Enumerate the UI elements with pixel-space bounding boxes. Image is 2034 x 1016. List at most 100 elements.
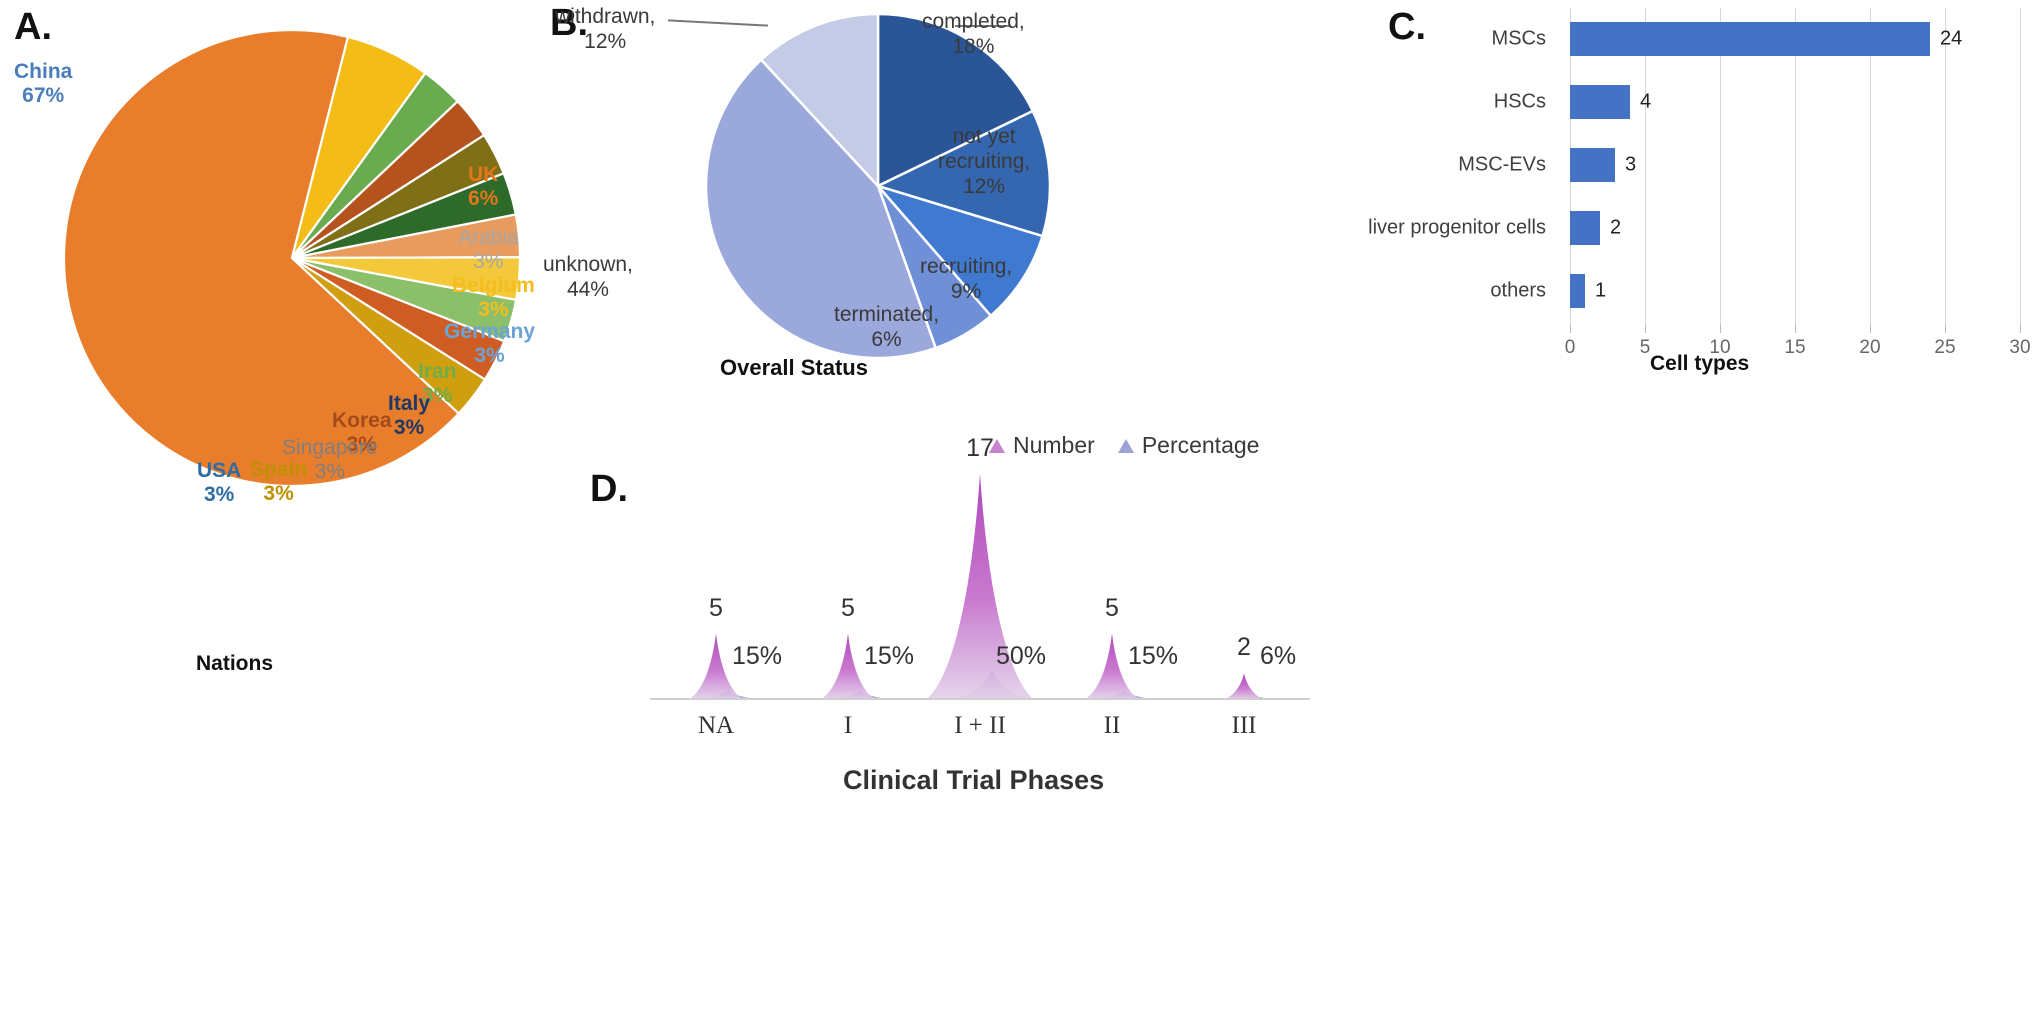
pie-slice-recruiting[interactable]: [874, 183, 1045, 318]
pie-label-uk-name: UK: [468, 163, 499, 186]
pie-label-belgium: Belgium 3%: [452, 274, 535, 321]
bar-category-label: HSCs: [1493, 90, 1546, 113]
status-label-completed-l2: 18%: [952, 34, 995, 58]
peak-percentage-label: 50%: [996, 642, 1047, 670]
legend-item-number[interactable]: Number: [988, 432, 1095, 459]
status-label-unknown-l2: 44%: [566, 277, 609, 301]
peak-percentage-label: 6%: [1260, 642, 1297, 670]
peak-percentage-label: 15%: [1128, 642, 1179, 670]
gridline-15: [1795, 8, 1796, 324]
status-label-withdrawn-l1: withdrawn,: [555, 5, 656, 28]
gridline-5: [1645, 8, 1646, 324]
pie-label-italy-name: Italy: [388, 392, 431, 415]
status-label-nyr-l3: 12%: [963, 174, 1006, 198]
pie-label-italy: Italy 3%: [388, 392, 430, 439]
peak-number-label: 5: [841, 593, 855, 622]
overall-status-pie-chart: [704, 12, 1052, 360]
peak-number-label: 17: [966, 434, 994, 462]
nations-pie-chart: [62, 28, 522, 488]
peak-percentage-label: 15%: [732, 642, 783, 670]
bar-row[interactable]: HSCs 4: [1380, 79, 2020, 125]
panel-a-axis-title: Nations: [196, 652, 274, 675]
peak-number-label: 5: [1105, 593, 1119, 622]
pie-label-korea: Korea 3%: [332, 409, 392, 456]
pie-label-arabia-pct: 3%: [473, 249, 504, 273]
pie-slice-withdrawn[interactable]: [759, 12, 880, 190]
x-tick-label-5: 5: [1639, 337, 1651, 358]
legend-item-percentage[interactable]: Percentage: [1117, 432, 1260, 459]
triangle-marker-icon: [1117, 438, 1134, 453]
bar[interactable]: [1570, 22, 1930, 56]
pie-label-usa-name: USA: [197, 459, 242, 482]
status-label-withdrawn: withdrawn, 12%: [555, 5, 655, 55]
triangle-marker-icon: [989, 438, 1005, 453]
gridline-10: [1720, 8, 1721, 324]
x-category-label: II: [1103, 712, 1121, 739]
status-label-nyr-l1: not yet: [952, 125, 1016, 148]
peak-number-III[interactable]: [1221, 673, 1267, 700]
gridline-20: [1870, 8, 1871, 324]
status-label-terminated-l1: terminated,: [834, 303, 940, 326]
x-category-label: I: [843, 712, 853, 739]
pie-label-italy-pct: 3%: [393, 415, 425, 439]
pie-label-usa-pct: 3%: [203, 482, 235, 506]
legend-label-number: Number: [1013, 432, 1095, 458]
status-label-not-yet-recruiting: not yet recruiting, 12%: [938, 125, 1030, 199]
panel-b-axis-title: Overall Status: [720, 355, 868, 380]
pie-label-germany-pct: 3%: [474, 343, 505, 367]
x-category-label: NA: [697, 712, 735, 739]
status-label-recruiting: recruiting, 9%: [920, 255, 1012, 305]
pie-label-belgium-name: Belgium: [452, 274, 535, 297]
bar-value-label: 4: [1640, 90, 1652, 113]
pie-label-singapore-name: Singapore: [282, 436, 378, 459]
x-tick-label-20: 20: [1859, 337, 1881, 358]
tick-mark-0: [1570, 324, 1571, 333]
pie-label-spain-pct: 3%: [263, 481, 294, 505]
peak-number-II[interactable]: [1083, 633, 1141, 700]
bar[interactable]: [1570, 148, 1615, 182]
status-label-nyr-l2: recruiting,: [938, 149, 1031, 173]
panel-a-nations-pie: A. China 67% UK 6% Arabia 3% Belgium 3% …: [0, 0, 740, 760]
pie-label-iran-pct: 3%: [422, 383, 453, 407]
peak-number-I[interactable]: [819, 633, 877, 700]
bar[interactable]: [1570, 85, 1630, 119]
status-label-withdrawn-l2: 12%: [584, 29, 627, 53]
bar-value-label: 3: [1625, 153, 1637, 176]
bar[interactable]: [1570, 211, 1600, 245]
tick-mark-30: [2020, 324, 2021, 333]
leader-line-completed: [955, 25, 1010, 27]
panel-d-axis-title: Clinical Trial Phases: [843, 765, 1105, 795]
pie-slice-china[interactable]: [62, 28, 461, 488]
legend-label-percentage: Percentage: [1141, 432, 1260, 458]
peak-percentage-label: 15%: [864, 642, 915, 670]
pie-slice-completed[interactable]: [876, 12, 1035, 188]
pie-slice-not-yet-recruiting[interactable]: [874, 109, 1052, 238]
pie-slice-usa[interactable]: [291, 257, 487, 416]
bar[interactable]: [1570, 274, 1585, 308]
x-tick-label-0: 0: [1564, 337, 1576, 358]
pie-label-spain: Spain 3%: [250, 458, 307, 505]
pie-label-uk-pct: 6%: [468, 186, 499, 210]
pie-label-singapore: Singapore 3%: [282, 436, 378, 483]
status-label-recruiting-l2: 9%: [950, 279, 982, 303]
bar-category-label: MSCs: [1491, 27, 1546, 50]
x-tick-label-10: 10: [1709, 337, 1731, 358]
pie-label-arabia-name: Arabia: [458, 226, 519, 249]
pie-slice-unknown[interactable]: [704, 57, 938, 360]
panel-d-letter: D.: [590, 468, 628, 510]
gridline-25: [1945, 8, 1946, 324]
x-tick-label-15: 15: [1784, 337, 1806, 358]
peak-number-I-II[interactable]: [926, 474, 1034, 700]
peak-number-NA[interactable]: [687, 633, 745, 700]
panel-c-letter: C.: [1388, 6, 1426, 48]
pie-label-usa: USA 3%: [197, 459, 241, 506]
panel-b-status-pie: B. withdrawn, 12% completed, 18% not yet…: [540, 0, 1200, 420]
pie-label-china-name: China: [14, 60, 73, 83]
pie-label-spain-name: Spain: [250, 458, 308, 481]
